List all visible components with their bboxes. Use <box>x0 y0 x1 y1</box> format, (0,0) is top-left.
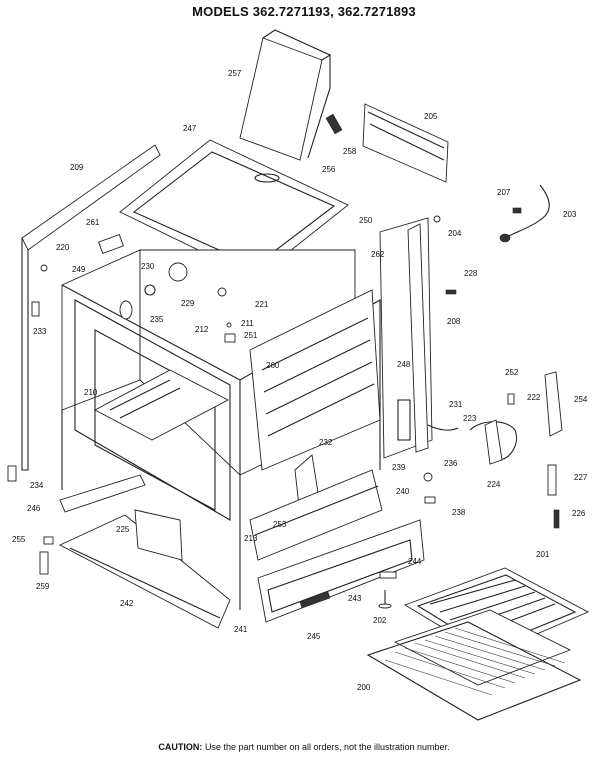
part-number-label: 255 <box>12 535 26 544</box>
part-number-label: 252 <box>505 368 519 377</box>
part-number-label: 220 <box>56 243 70 252</box>
part-number-label: 200 <box>357 683 371 692</box>
part-242-kick-plate <box>58 514 231 629</box>
part-number-label: 233 <box>33 327 47 336</box>
part-number-label: 254 <box>574 395 588 404</box>
caution-label: CAUTION: <box>158 742 203 752</box>
part-number-label: 209 <box>70 163 84 172</box>
callout-labels: 257 205 247 209 258 256 207 203 261 204 250 220 262 2… <box>12 69 588 692</box>
part-number-label: 238 <box>452 508 466 517</box>
part-number-label: 256 <box>322 165 336 174</box>
part-208-rail <box>407 223 429 453</box>
part-number-label: 225 <box>116 525 130 534</box>
part-number-label: 244 <box>408 557 422 566</box>
part-257-top-panel <box>239 29 332 161</box>
part-number-label: 250 <box>359 216 373 225</box>
part-number-label: 236 <box>444 459 458 468</box>
part-number-label: 222 <box>527 393 541 402</box>
part-number-label: 247 <box>183 124 197 133</box>
diagram-title: MODELS 362.7271193, 362.7271893 <box>192 4 416 19</box>
part-number-label: 243 <box>348 594 362 603</box>
caution-text: Use the part number on all orders, not t… <box>204 742 450 752</box>
caution-note: CAUTION: Use the part number on all orde… <box>0 742 608 752</box>
part-number-label: 229 <box>181 299 195 308</box>
part-number-label: 251 <box>244 331 258 340</box>
small-hardware-parts <box>7 113 563 609</box>
part-249-range-body <box>61 249 381 610</box>
part-number-label: 205 <box>424 112 438 121</box>
part-number-label: 240 <box>396 487 410 496</box>
part-number-label: 226 <box>572 509 586 518</box>
part-205-trim <box>362 103 449 183</box>
part-number-label: 224 <box>487 480 501 489</box>
part-number-label: 228 <box>464 269 478 278</box>
part-260-oven-liner <box>249 289 381 471</box>
part-number-label: 242 <box>120 599 134 608</box>
part-number-label: 202 <box>373 616 387 625</box>
part-225-panel <box>134 509 183 561</box>
part-number-label: 212 <box>195 325 209 334</box>
part-246-rail <box>59 474 146 513</box>
part-number-label: 207 <box>497 188 511 197</box>
part-number-label: 246 <box>27 504 41 513</box>
part-200-oven-rack <box>366 621 582 721</box>
part-number-label: 241 <box>234 625 248 634</box>
part-210-oven-bottom <box>94 369 229 441</box>
part-number-label: 230 <box>141 262 155 271</box>
part-number-label: 213 <box>244 534 258 543</box>
part-number-label: 248 <box>397 360 411 369</box>
part-number-label: 203 <box>563 210 577 219</box>
part-number-label: 239 <box>392 463 406 472</box>
part-number-label: 245 <box>307 632 321 641</box>
part-number-label: 262 <box>371 250 385 259</box>
part-number-label: 260 <box>266 361 280 370</box>
part-number-label: 201 <box>536 550 550 559</box>
part-number-label: 259 <box>36 582 50 591</box>
part-number-label: 223 <box>463 414 477 423</box>
part-number-label: 208 <box>447 317 461 326</box>
part-number-label: 261 <box>86 218 100 227</box>
part-number-label: 257 <box>228 69 242 78</box>
part-202-broiler-insert <box>393 609 572 686</box>
part-number-label: 258 <box>343 147 357 156</box>
part-number-label: 211 <box>241 319 254 328</box>
part-209-left-side-panel <box>21 144 161 471</box>
part-number-label: 204 <box>448 229 462 238</box>
part-number-label: 231 <box>449 400 463 409</box>
part-number-label: 249 <box>72 265 86 274</box>
part-number-label: 210 <box>84 388 98 397</box>
part-240-drawer-frame <box>249 469 383 561</box>
part-number-label: 227 <box>574 473 588 482</box>
part-number-label: 235 <box>150 315 164 324</box>
part-number-label: 221 <box>255 300 269 309</box>
part-number-label: 253 <box>273 520 287 529</box>
part-number-label: 232 <box>319 438 333 447</box>
part-number-label: 234 <box>30 481 44 490</box>
part-243-drawer-front <box>257 519 425 623</box>
